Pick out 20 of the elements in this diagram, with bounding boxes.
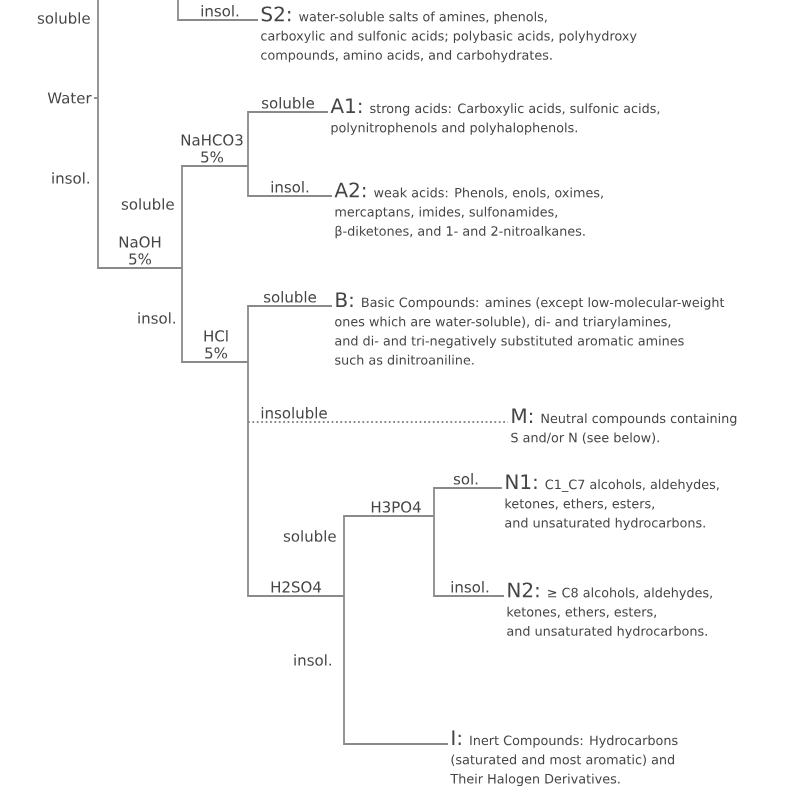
branch-line [247,421,297,597]
branch-line [247,421,509,423]
branch-line [433,515,505,597]
branch-line [247,111,329,167]
branch-line [211,165,249,167]
branch-line [247,361,249,423]
branch-line [97,0,99,99]
branch-line [247,165,333,197]
branch-line [343,515,397,597]
branch-line [181,267,217,363]
branch-line [177,0,259,21]
branch-line [215,361,249,363]
branch-line [343,595,449,745]
branch-line [97,97,141,269]
branch-line [295,595,345,597]
branch-line [395,515,435,517]
branch-line [247,305,333,363]
branch-line [181,165,213,269]
branch-line [433,487,503,517]
branch-line [139,267,183,269]
